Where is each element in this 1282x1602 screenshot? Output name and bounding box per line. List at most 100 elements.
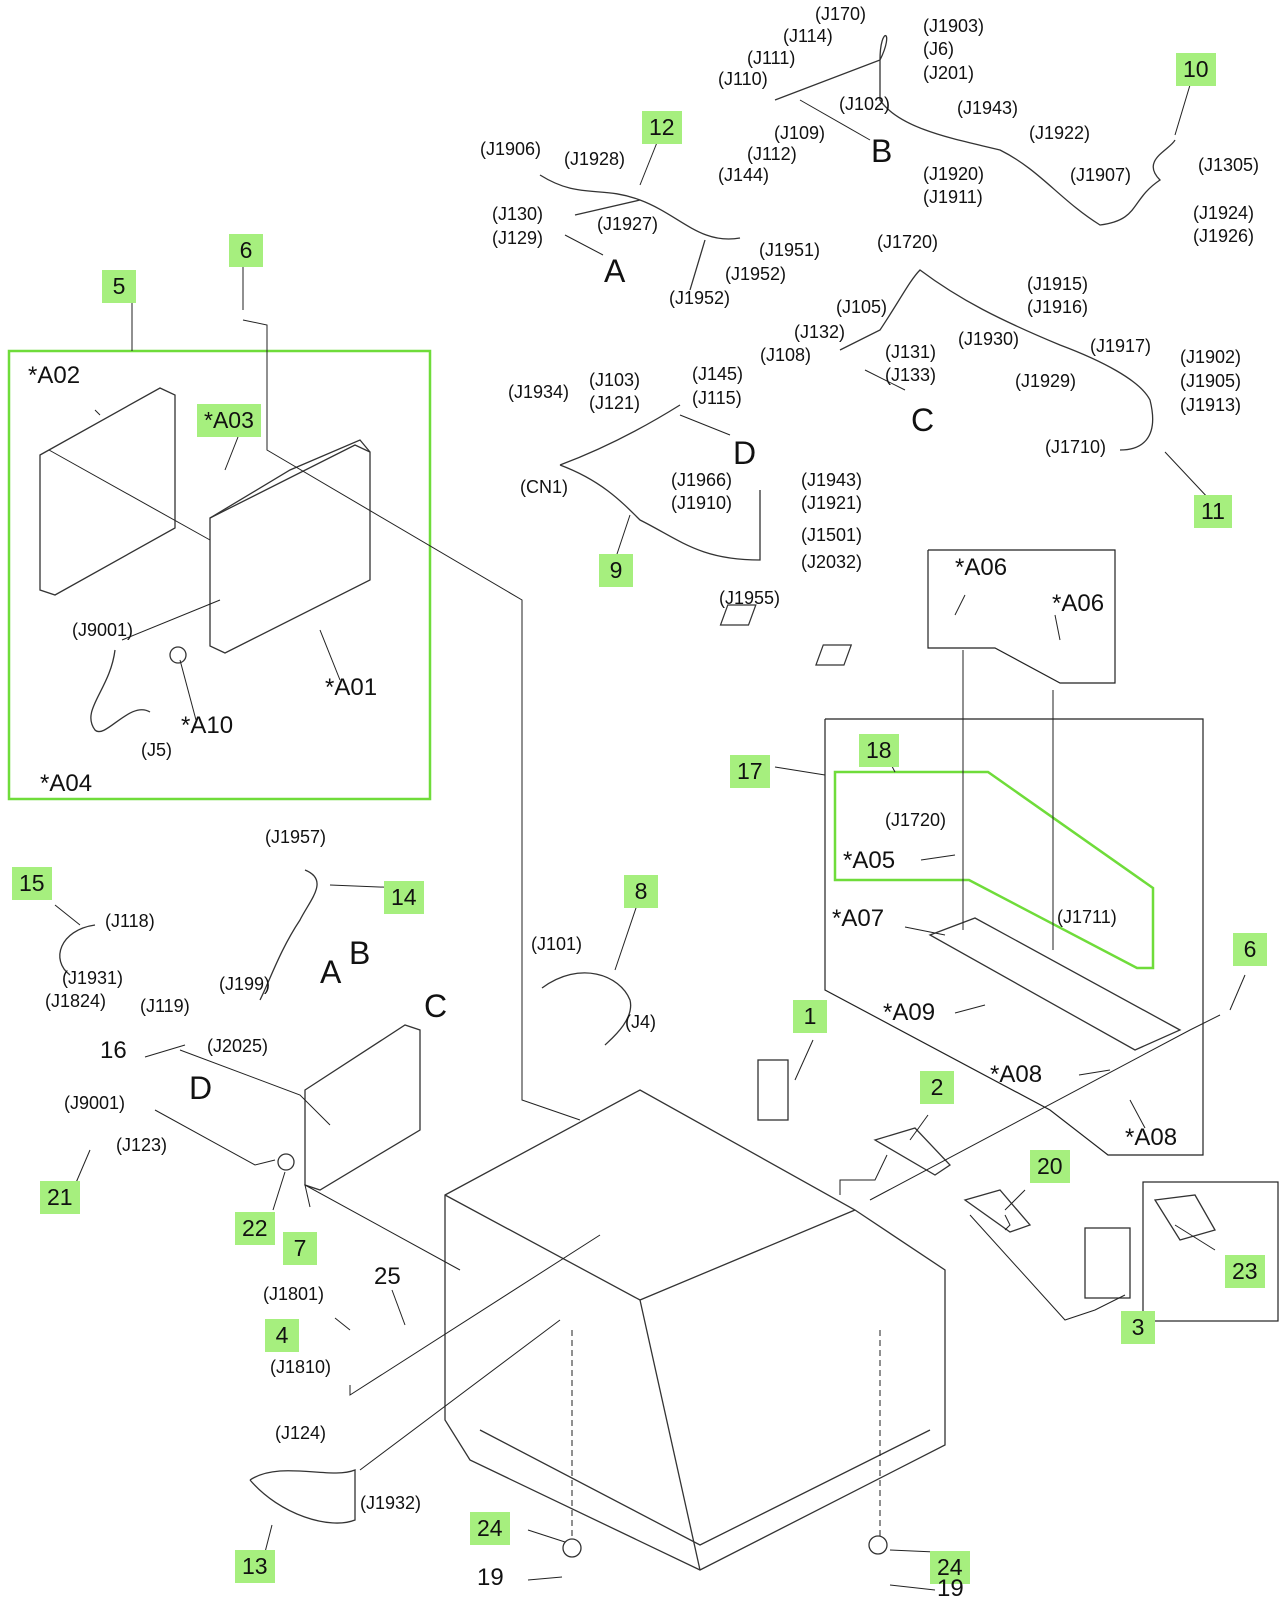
part-a10 — [169, 646, 187, 664]
label-a06-right: *A06 — [1052, 590, 1105, 617]
conn-j114: (J114) — [783, 26, 833, 46]
harness-10 — [774, 34, 1176, 226]
conn-j132: (J132) — [794, 322, 846, 342]
conn-j1952-a: (J1952) — [725, 264, 787, 284]
conn-j2025: (J2025) — [207, 1036, 269, 1056]
conn-j6: (J6) — [923, 39, 954, 59]
conn-j201: (J201) — [923, 63, 975, 83]
conn-j124: (J124) — [275, 1423, 327, 1443]
group-box-5 — [7, 349, 432, 801]
conn-j1711: (J1711) — [1057, 907, 1117, 927]
label-a10: *A10 — [181, 712, 234, 739]
part-22 — [277, 1153, 295, 1171]
callout-21: 21 — [40, 1181, 80, 1214]
letter-c-top: C — [911, 402, 935, 438]
callout-4: 4 — [265, 1319, 299, 1352]
conn-j118: (J118) — [105, 911, 155, 931]
conn-j1920: (J1920) — [923, 164, 985, 184]
callout-11: 11 — [1194, 495, 1232, 528]
callout-6-top: 6 — [229, 234, 263, 267]
conn-j4: (J4) — [625, 1012, 656, 1032]
conn-j1934: (J1934) — [508, 382, 570, 402]
conn-j1929: (J1929) — [1015, 371, 1077, 391]
conn-j129: (J129) — [492, 228, 544, 248]
callout-20: 20 — [1030, 1150, 1070, 1183]
part-a06a — [719, 604, 757, 626]
conn-j1952-b: (J1952) — [669, 288, 731, 308]
conn-j199: (J199) — [219, 974, 271, 994]
conn-j170: (J170) — [815, 4, 867, 24]
letter-a-board: A — [320, 954, 342, 990]
label-a07: *A07 — [832, 905, 885, 932]
conn-j109: (J109) — [774, 123, 826, 143]
conn-j1931: (J1931) — [62, 968, 124, 988]
part-1 — [757, 1059, 789, 1121]
conn-j1903: (J1903) — [923, 16, 985, 36]
conn-j144: (J144) — [718, 165, 770, 185]
part-2 — [873, 1127, 952, 1176]
conn-j1801: (J1801) — [263, 1284, 325, 1304]
cable-a04 — [90, 649, 151, 733]
label-25: 25 — [374, 1263, 401, 1290]
conn-j1810: (J1810) — [270, 1357, 332, 1377]
conn-j1915: (J1915) — [1027, 274, 1089, 294]
conn-j1943-top: (J1943) — [957, 98, 1019, 118]
box-a06 — [927, 549, 1116, 684]
conn-j1951: (J1951) — [759, 240, 821, 260]
conn-j1957: (J1957) — [265, 827, 327, 847]
conn-j1913: (J1913) — [1180, 395, 1242, 415]
conn-j1943-mid: (J1943) — [801, 470, 863, 490]
conn-j1720-top: (J1720) — [877, 232, 939, 252]
letter-b-board: B — [349, 935, 371, 971]
part-3 — [1084, 1227, 1131, 1299]
conn-j123: (J123) — [116, 1135, 168, 1155]
letter-c-board: C — [424, 988, 448, 1024]
callout-15: 15 — [12, 867, 52, 900]
label-19-left: 19 — [477, 1564, 504, 1591]
callout-13: 13 — [235, 1550, 275, 1583]
cable-15 — [59, 924, 96, 976]
callout-24-left: 24 — [470, 1512, 510, 1545]
label-16: 16 — [100, 1037, 127, 1064]
callout-18: 18 — [859, 734, 899, 767]
conn-j105: (J105) — [836, 297, 888, 317]
callout-1: 1 — [793, 1000, 827, 1033]
conn-cn1: (CN1) — [520, 477, 568, 497]
part-23 — [1153, 1194, 1216, 1241]
foot-24b — [868, 1535, 888, 1555]
tray-a07 — [928, 917, 1182, 1051]
conn-j1917: (J1917) — [1090, 336, 1152, 356]
cable-14 — [259, 869, 318, 1001]
callout-14: 14 — [384, 881, 424, 914]
conn-j110: (J110) — [718, 69, 768, 89]
panel-a02 — [39, 387, 176, 596]
letter-d-top: D — [733, 435, 757, 471]
conn-j9001-box: (J9001) — [72, 620, 134, 640]
conn-j1824: (J1824) — [45, 991, 107, 1011]
conn-j1921: (J1921) — [801, 493, 863, 513]
cable-13 — [249, 1469, 356, 1524]
harness-9 — [559, 404, 761, 561]
conn-j130: (J130) — [492, 204, 544, 224]
conn-j9001-lower: (J9001) — [64, 1093, 126, 1113]
main-chassis — [444, 1089, 946, 1571]
callout-8: 8 — [624, 875, 658, 908]
conn-j103: (J103) — [589, 370, 641, 390]
callout-10: 10 — [1176, 53, 1216, 86]
box-17 — [824, 718, 1204, 1156]
label-a05: *A05 — [843, 847, 896, 874]
conn-j145: (J145) — [692, 364, 744, 384]
conn-j1905: (J1905) — [1180, 371, 1242, 391]
box-23 — [1142, 1181, 1279, 1322]
harness-12 — [539, 174, 741, 291]
conn-j1710: (J1710) — [1045, 437, 1107, 457]
conn-j111: (J111) — [747, 48, 796, 68]
conn-j1927: (J1927) — [597, 214, 659, 234]
conn-j1906: (J1906) — [480, 139, 542, 159]
label-a09: *A09 — [883, 999, 936, 1026]
conn-j1305: (J1305) — [1198, 155, 1260, 175]
callout-7: 7 — [283, 1232, 317, 1265]
conn-j112: (J112) — [747, 144, 797, 164]
part-a06b — [815, 644, 853, 666]
cable-8 — [541, 972, 632, 1046]
